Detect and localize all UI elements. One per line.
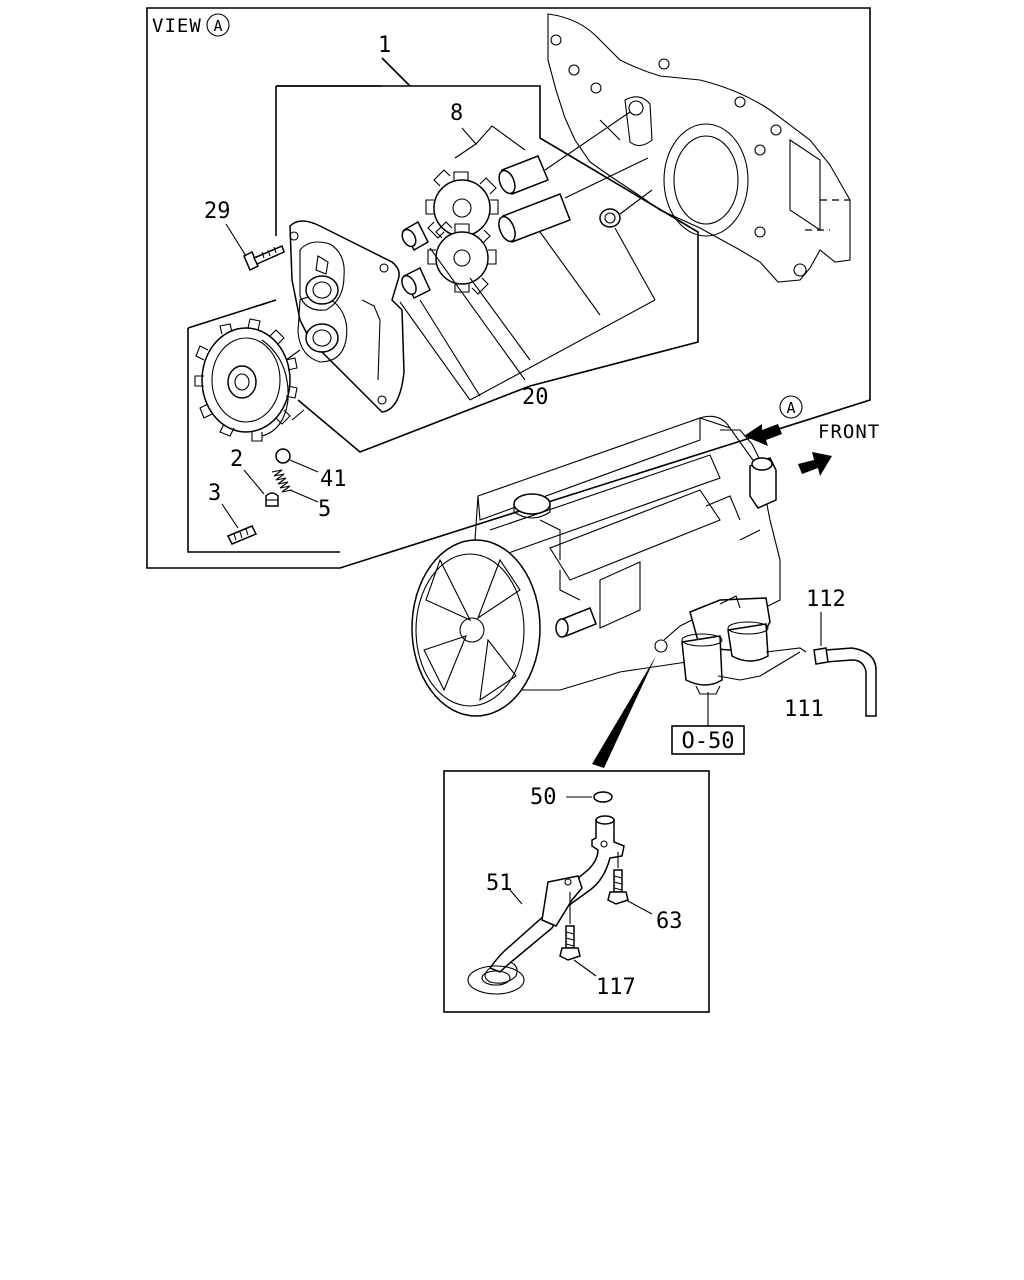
pin-1: [401, 220, 429, 252]
fitting-112: [813, 647, 829, 665]
callout-3: 3: [208, 481, 221, 506]
callout-1: 1: [378, 33, 391, 58]
callout-2: 2: [230, 447, 243, 472]
plunger-2: [265, 492, 279, 507]
arrow-left-icon: [744, 424, 782, 446]
arrow-right-icon: [798, 452, 832, 476]
view-marker: A: [213, 17, 222, 35]
front-cover: [547, 13, 851, 283]
pin-3: [226, 525, 258, 545]
callout-8: 8: [450, 101, 463, 126]
shaft-lower: [498, 193, 571, 243]
callout-41: 41: [320, 467, 347, 492]
callout-20: 20: [522, 385, 549, 410]
strainer-detail-panel: 50 51 63 1: [443, 770, 710, 1013]
engine-assembly: A FRONT: [411, 395, 880, 768]
callout-29: 29: [204, 199, 231, 224]
detail-pointer: [592, 656, 656, 768]
callout-50: 50: [530, 785, 557, 810]
callout-117: 117: [596, 975, 636, 1000]
front-view-marker-circle: [779, 395, 803, 419]
shaft-upper: [498, 155, 549, 195]
callout-112: 112: [806, 587, 846, 612]
ball-41: [275, 448, 291, 464]
flywheel: [411, 539, 541, 717]
pin-2: [401, 266, 431, 300]
drive-gear: [194, 318, 305, 442]
callout-51: 51: [486, 871, 513, 896]
front-label: FRONT: [818, 421, 880, 443]
view-label: VIEW: [152, 15, 202, 37]
bushing: [599, 208, 621, 228]
bolt-29: [243, 244, 285, 272]
bolt-117: [559, 925, 581, 961]
spring-5: [271, 469, 293, 493]
reference-box-frame: [671, 725, 745, 755]
view-a-panel: VIEW A 1: [146, 7, 871, 569]
pump-gear-lower: [427, 221, 497, 295]
bolt-63: [607, 869, 629, 905]
callout-63: 63: [656, 909, 683, 934]
o-ring-50: [593, 791, 613, 803]
callout-5: 5: [318, 497, 331, 522]
reference-box: O-50: [682, 729, 735, 754]
strainer-pipe-51: [467, 815, 625, 995]
view-marker-circle: [206, 13, 230, 37]
oil-filter-assembly: [654, 595, 807, 695]
callout-111: 111: [784, 697, 824, 722]
front-view-marker: A: [786, 399, 795, 417]
hose-111: [825, 647, 877, 717]
oil-pump-body: [289, 220, 405, 413]
